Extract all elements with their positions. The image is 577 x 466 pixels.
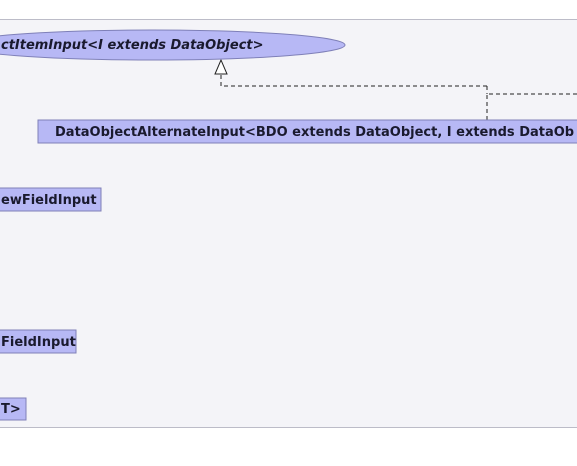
node-field-input-label: FieldInput <box>1 335 76 350</box>
realization-arrowhead-icon <box>214 58 228 75</box>
node-new-field-input-label: ewFieldInput <box>1 193 97 208</box>
realization-edge <box>214 58 577 120</box>
node-abstract-item-input[interactable]: ctItemInput<I extends DataObject> <box>0 29 346 61</box>
diagram-panel <box>0 19 577 428</box>
node-alternate-input[interactable]: DataObjectAlternateInput<BDO extends Dat… <box>37 119 577 144</box>
node-alternate-input-label: DataObjectAlternateInput<BDO extends Dat… <box>55 125 574 140</box>
node-t[interactable]: T> <box>0 397 27 421</box>
node-new-field-input[interactable]: ewFieldInput <box>0 187 102 212</box>
node-t-label: T> <box>1 402 21 417</box>
node-abstract-item-input-label: ctItemInput<I extends DataObject> <box>1 38 264 53</box>
node-field-input[interactable]: FieldInput <box>0 329 77 354</box>
